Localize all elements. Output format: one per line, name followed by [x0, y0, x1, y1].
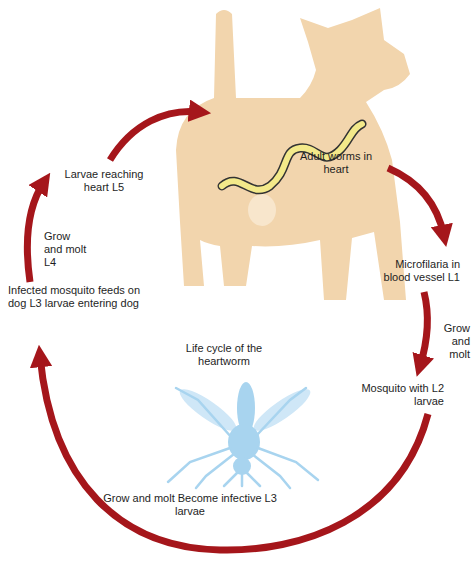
- diagram-title: Life cycle of the heartworm: [178, 342, 270, 368]
- stage-label: Microfilaria in blood vessel L1: [370, 258, 460, 284]
- dog-silhouette: [176, 8, 410, 300]
- step-label: Grow and molt L4: [44, 230, 90, 270]
- step-label: Grow and molt: [430, 322, 470, 362]
- cycle-arrows: [27, 111, 444, 550]
- stage-label: Adult worms in heart: [296, 150, 376, 176]
- stage-label: Infected mosquito feeds on dog L3 larvae…: [8, 284, 148, 310]
- stage-label: Larvae reaching heart L5: [58, 168, 150, 194]
- heart-highlight: [248, 194, 276, 226]
- mosquito: [168, 382, 318, 488]
- stage-label: Mosquito with L2 larvae: [350, 382, 444, 408]
- step-label: Grow and molt Become infective L3 larvae: [100, 492, 280, 518]
